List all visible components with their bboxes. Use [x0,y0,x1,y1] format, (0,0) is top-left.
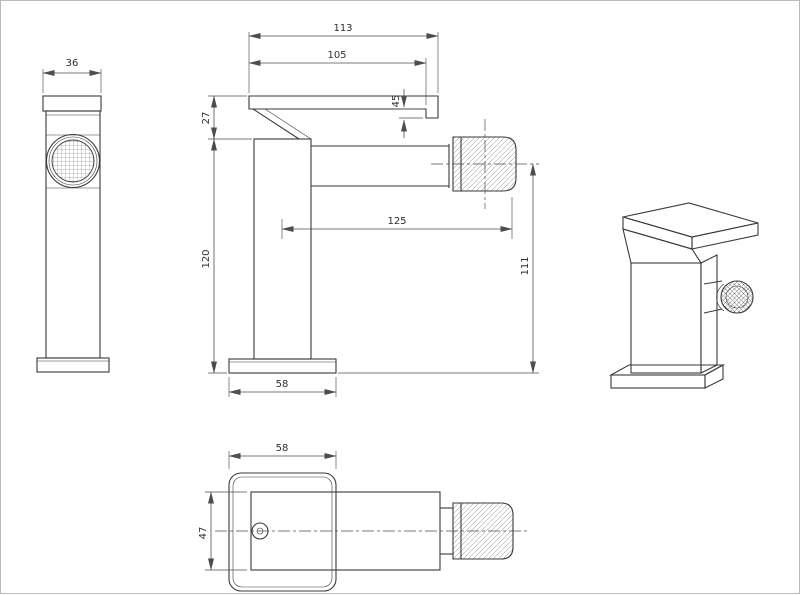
front-view: 113 105 45 27 120 125 [201,23,539,397]
dim-label-27: 27 [201,112,212,125]
dim-label-120: 120 [201,249,212,268]
side-lever [42,95,102,112]
dim-label-58-top: 58 [276,443,289,454]
dim-label-47: 47 [198,527,209,540]
dim-label-45: 45 [391,95,402,108]
perspective-body [630,262,702,374]
side-view: 36 [36,58,110,373]
perspective-spray-knob [720,280,754,314]
side-sprayface-outer [45,133,101,189]
front-lever [248,95,439,119]
front-base [228,358,337,374]
dim-label-58-front: 58 [276,379,289,390]
dim-label-125: 125 [387,216,406,227]
dim-label-105: 105 [327,50,346,61]
top-base-outer [228,472,337,592]
front-view-dimensions: 113 105 45 27 120 125 [201,23,539,397]
top-view-part [215,472,527,592]
top-view: 58 47 [198,443,527,592]
top-view-dimensions: 58 47 [198,443,337,571]
dim-label-113: 113 [333,23,352,34]
side-view-dimensions: 36 [42,58,102,93]
side-base [36,357,110,373]
front-view-part [228,95,539,374]
side-view-part [36,95,110,373]
dim-label-36: 36 [66,58,79,69]
perspective-base [610,374,706,389]
perspective-part [608,202,759,389]
front-body [253,138,312,360]
side-sprayface-mesh [51,139,95,183]
top-base-inner [232,476,333,588]
dim-label-111: 111 [520,256,531,275]
perspective-view [608,202,759,389]
